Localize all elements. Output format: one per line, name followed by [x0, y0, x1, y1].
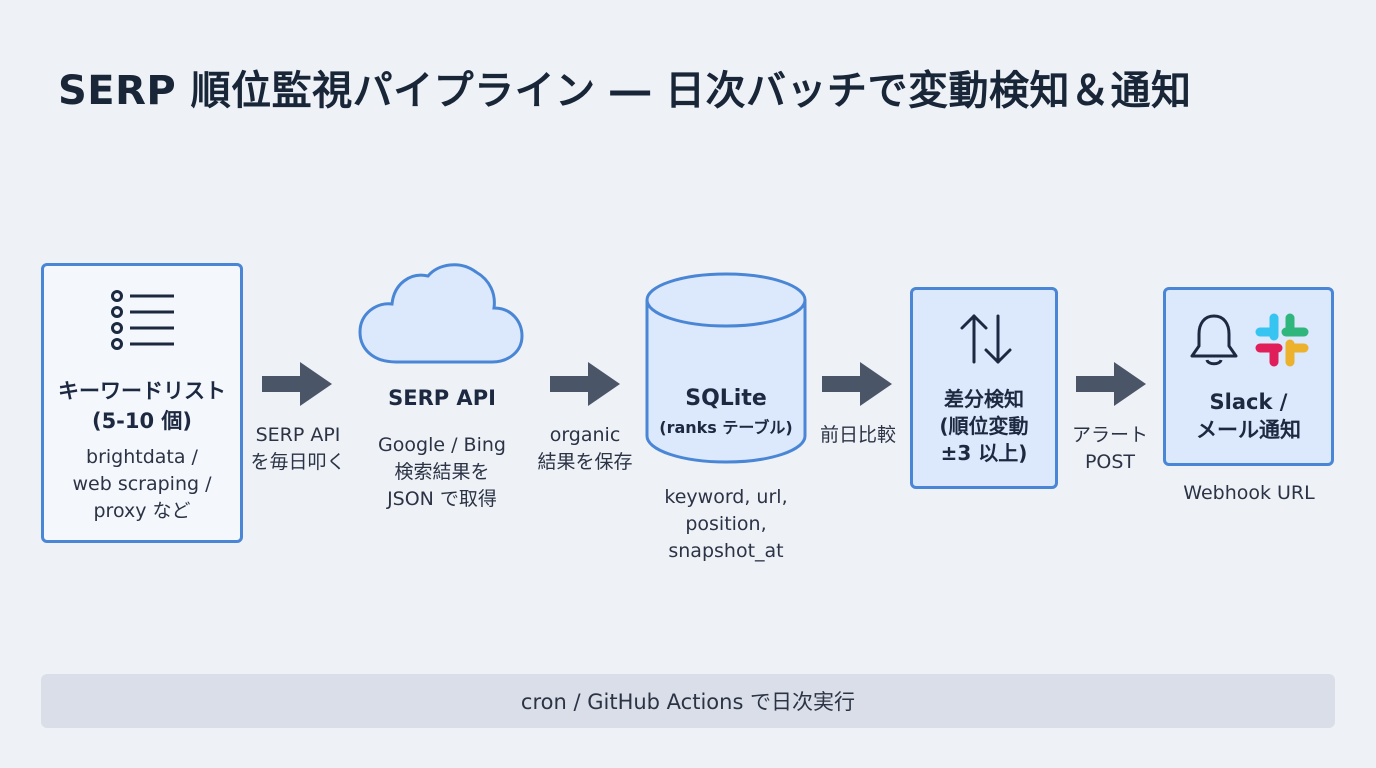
footer-note: cron / GitHub Actions で日次実行 [41, 674, 1335, 728]
edge-1-line-2: を毎日叩く [250, 451, 346, 473]
notify-title-2: メール通知 [1196, 418, 1301, 442]
edge-1-label: SERP API を毎日叩く [240, 422, 356, 476]
slack-icon [1255, 313, 1309, 367]
page-title: SERP 順位監視パイプライン ― 日次バッチで変動検知＆通知 [58, 68, 1192, 114]
webhook-label: Webhook URL [1183, 482, 1315, 504]
sqlite-desc-3: snapshot_at [668, 540, 784, 562]
serp-api-desc-3: JSON で取得 [387, 488, 497, 510]
keyword-list-desc-2: web scraping / [72, 473, 212, 495]
serp-api-desc-2: 検索結果を [394, 461, 490, 483]
database-icon [645, 272, 807, 464]
keyword-list-node: キーワードリスト (5-10 個) brightdata / web scrap… [41, 263, 243, 543]
serp-api-desc-1: Google / Bing [378, 434, 506, 456]
notify-title-1: Slack / [1209, 390, 1288, 414]
sqlite-title: SQLite [685, 386, 767, 411]
sqlite-desc-2: position, [685, 513, 767, 535]
edge-2-line-2: 結果を保存 [537, 451, 633, 473]
arrow-4 [1076, 362, 1146, 406]
list-icon [111, 290, 174, 350]
keyword-list-desc-1: brightdata / [86, 446, 198, 468]
diff-title-1: 差分検知 [944, 387, 1024, 411]
sqlite-subtitle: (ranks テーブル) [659, 418, 793, 437]
keyword-list-title: キーワードリスト [58, 379, 226, 403]
edge-4-label: アラート POST [1058, 422, 1162, 476]
diff-title-3: ±3 以上) [940, 441, 1028, 465]
cloud-icon [358, 263, 524, 364]
serp-api-title: SERP API [388, 386, 496, 410]
edge-3-label: 前日比較 [808, 422, 908, 449]
keyword-list-count: (5-10 個) [91, 409, 193, 433]
notify-node: Slack / メール通知 [1163, 287, 1334, 466]
bell-icon [1190, 314, 1238, 366]
sqlite-desc-1: keyword, url, [664, 486, 788, 508]
edge-1-line-1: SERP API [255, 424, 341, 446]
edge-3-line-1: 前日比較 [819, 424, 896, 446]
diff-detection-node: 差分検知 (順位変動 ±3 以上) [910, 287, 1058, 489]
arrow-1 [262, 362, 332, 406]
arrow-2 [550, 362, 620, 406]
edge-2-label: organic 結果を保存 [526, 422, 644, 476]
keyword-list-desc-3: proxy など [93, 500, 191, 522]
edge-4-line-2: POST [1084, 451, 1136, 473]
up-down-arrows-icon [960, 314, 1012, 364]
edge-4-line-1: アラート [1071, 424, 1148, 446]
diff-title-2: (順位変動 [939, 414, 1029, 438]
arrow-3 [822, 362, 892, 406]
footer-text: cron / GitHub Actions で日次実行 [520, 690, 856, 714]
edge-2-line-1: organic [549, 424, 621, 446]
